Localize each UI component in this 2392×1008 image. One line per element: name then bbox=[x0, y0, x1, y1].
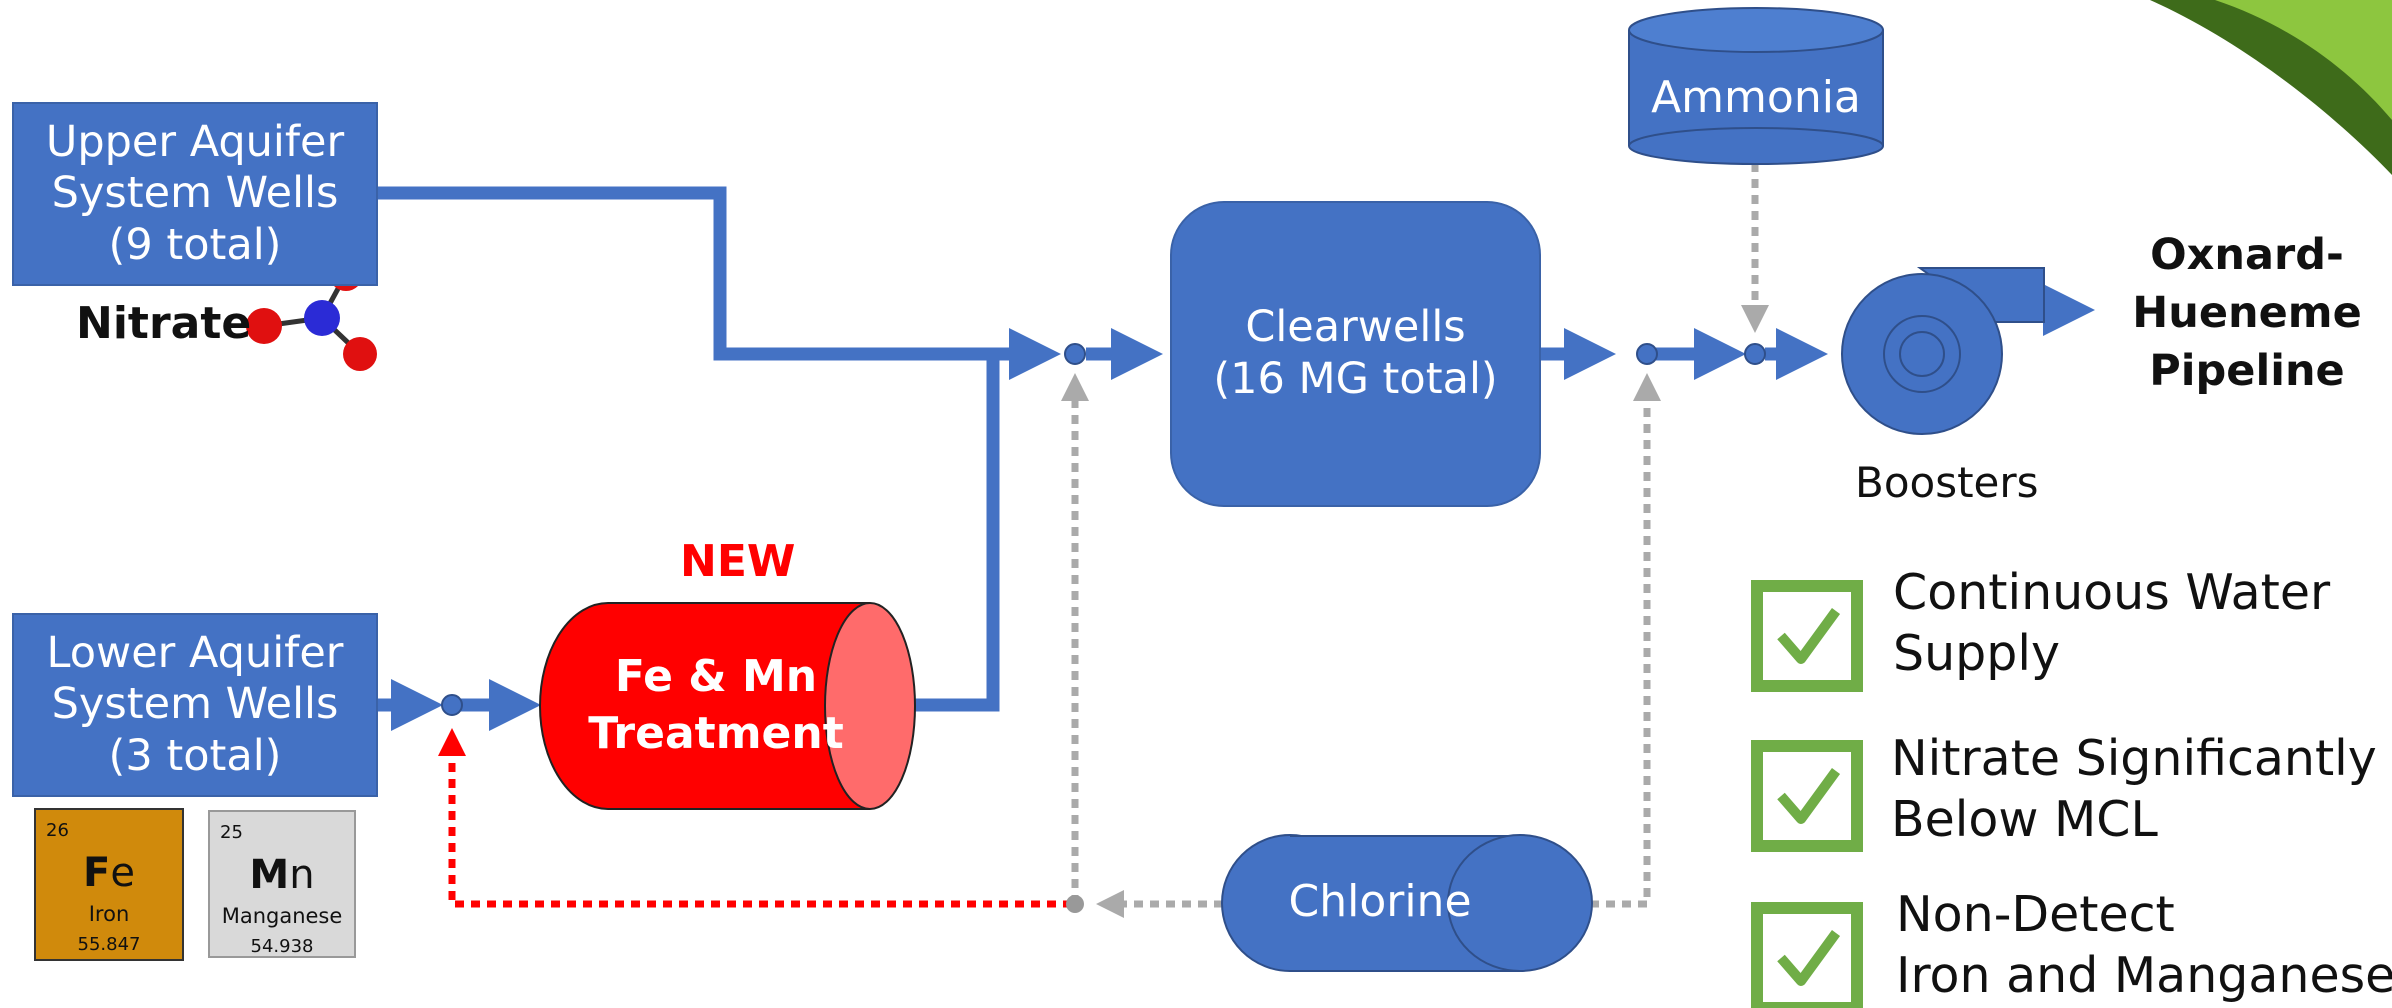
clearwells-capacity: (16 MG total) bbox=[1213, 354, 1498, 404]
corner-leaf-decoration bbox=[2150, 0, 2392, 175]
upper-aquifer-wells-box: Upper Aquifer System Wells (9 total) bbox=[12, 102, 378, 286]
checklist-item-nitrate-below-mcl: Nitrate Significantly Below MCL bbox=[1891, 728, 2377, 851]
checkbox-continuous-supply-icon bbox=[1751, 580, 1863, 692]
iron-element-card: 26 Fe Iron 55.847 bbox=[34, 808, 184, 961]
chlorine-tank bbox=[1221, 834, 1593, 972]
chlorine-junction-dot bbox=[1636, 343, 1658, 365]
lower-aquifer-wells-box: Lower Aquifer System Wells (3 total) bbox=[12, 613, 378, 797]
clearwells-title: Clearwells bbox=[1245, 302, 1466, 353]
checklist-item-3-line1: Non-Detect bbox=[1896, 886, 2175, 943]
manganese-name: Manganese bbox=[221, 904, 343, 928]
upper-wells-title: Upper Aquifer bbox=[45, 116, 345, 167]
chlorine-label: Chlorine bbox=[1288, 876, 1472, 927]
ammonia-tank bbox=[1628, 7, 1884, 165]
ammonia-label: Ammonia bbox=[1651, 72, 1861, 123]
lower-wells-title: Lower Aquifer bbox=[46, 627, 344, 678]
manganese-atomic-number: 25 bbox=[220, 822, 243, 843]
nitrate-label: Nitrate bbox=[76, 298, 252, 349]
boosters-label: Boosters bbox=[1855, 458, 2039, 507]
checklist-item-continuous-supply: Continuous Water Supply bbox=[1893, 562, 2330, 685]
treatment-label-line1: Fe & Mn bbox=[614, 651, 818, 702]
iron-name: Iron bbox=[88, 902, 130, 926]
checklist-item-2-line2: Below MCL bbox=[1891, 791, 2158, 849]
destination-label: Oxnard- Hueneme Pipeline bbox=[2122, 226, 2372, 400]
checklist-item-1-line2: Supply bbox=[1893, 625, 2060, 683]
destination-line1: Oxnard- bbox=[2150, 230, 2344, 280]
iron-symbol: Fe bbox=[83, 850, 135, 896]
lower-junction-dot bbox=[441, 694, 463, 716]
destination-line3: Pipeline bbox=[2149, 346, 2345, 397]
treatment-label-line2: Treatment bbox=[588, 708, 844, 760]
clearwells-box: Clearwells (16 MG total) bbox=[1170, 201, 1541, 507]
iron-atomic-number: 26 bbox=[46, 820, 69, 841]
upper-wells-count: (9 total) bbox=[108, 219, 282, 270]
manganese-element-card: 25 Mn Manganese 54.938 bbox=[208, 810, 356, 958]
lower-wells-count: (3 total) bbox=[108, 730, 282, 781]
chlorine-split-dot bbox=[1066, 895, 1084, 913]
manganese-symbol: Mn bbox=[249, 852, 315, 898]
checklist-item-non-detect: Non-Detect Iron and Manganese bbox=[1896, 884, 2392, 1007]
fe-mn-treatment-tank bbox=[539, 602, 916, 810]
upper-wells-subtitle: System Wells bbox=[51, 168, 339, 219]
merge-junction-dot bbox=[1064, 343, 1086, 365]
destination-line2: Hueneme bbox=[2132, 288, 2362, 339]
lower-wells-subtitle: System Wells bbox=[51, 679, 339, 730]
ammonia-junction-dot bbox=[1744, 343, 1766, 365]
chlorine-feed-right-dotted-line bbox=[1590, 373, 1661, 908]
checklist-item-2-line1: Nitrate Significantly bbox=[1891, 730, 2377, 787]
checkbox-nitrate-below-mcl-icon bbox=[1751, 740, 1863, 852]
manganese-weight: 54.938 bbox=[250, 936, 314, 957]
iron-weight: 55.847 bbox=[77, 934, 141, 955]
treatment-outlet-flow-line bbox=[913, 354, 1000, 712]
checklist-item-3-line2: Iron and Manganese bbox=[1896, 947, 2392, 1005]
checklist-item-1-line1: Continuous Water bbox=[1893, 564, 2331, 621]
checkbox-non-detect-icon bbox=[1751, 902, 1863, 1008]
new-label: NEW bbox=[680, 536, 796, 587]
booster-pump-icon bbox=[1841, 267, 2045, 435]
treatment-label: Fe & Mn Treatment bbox=[586, 648, 846, 762]
upper-wells-flow-line bbox=[376, 186, 1045, 361]
